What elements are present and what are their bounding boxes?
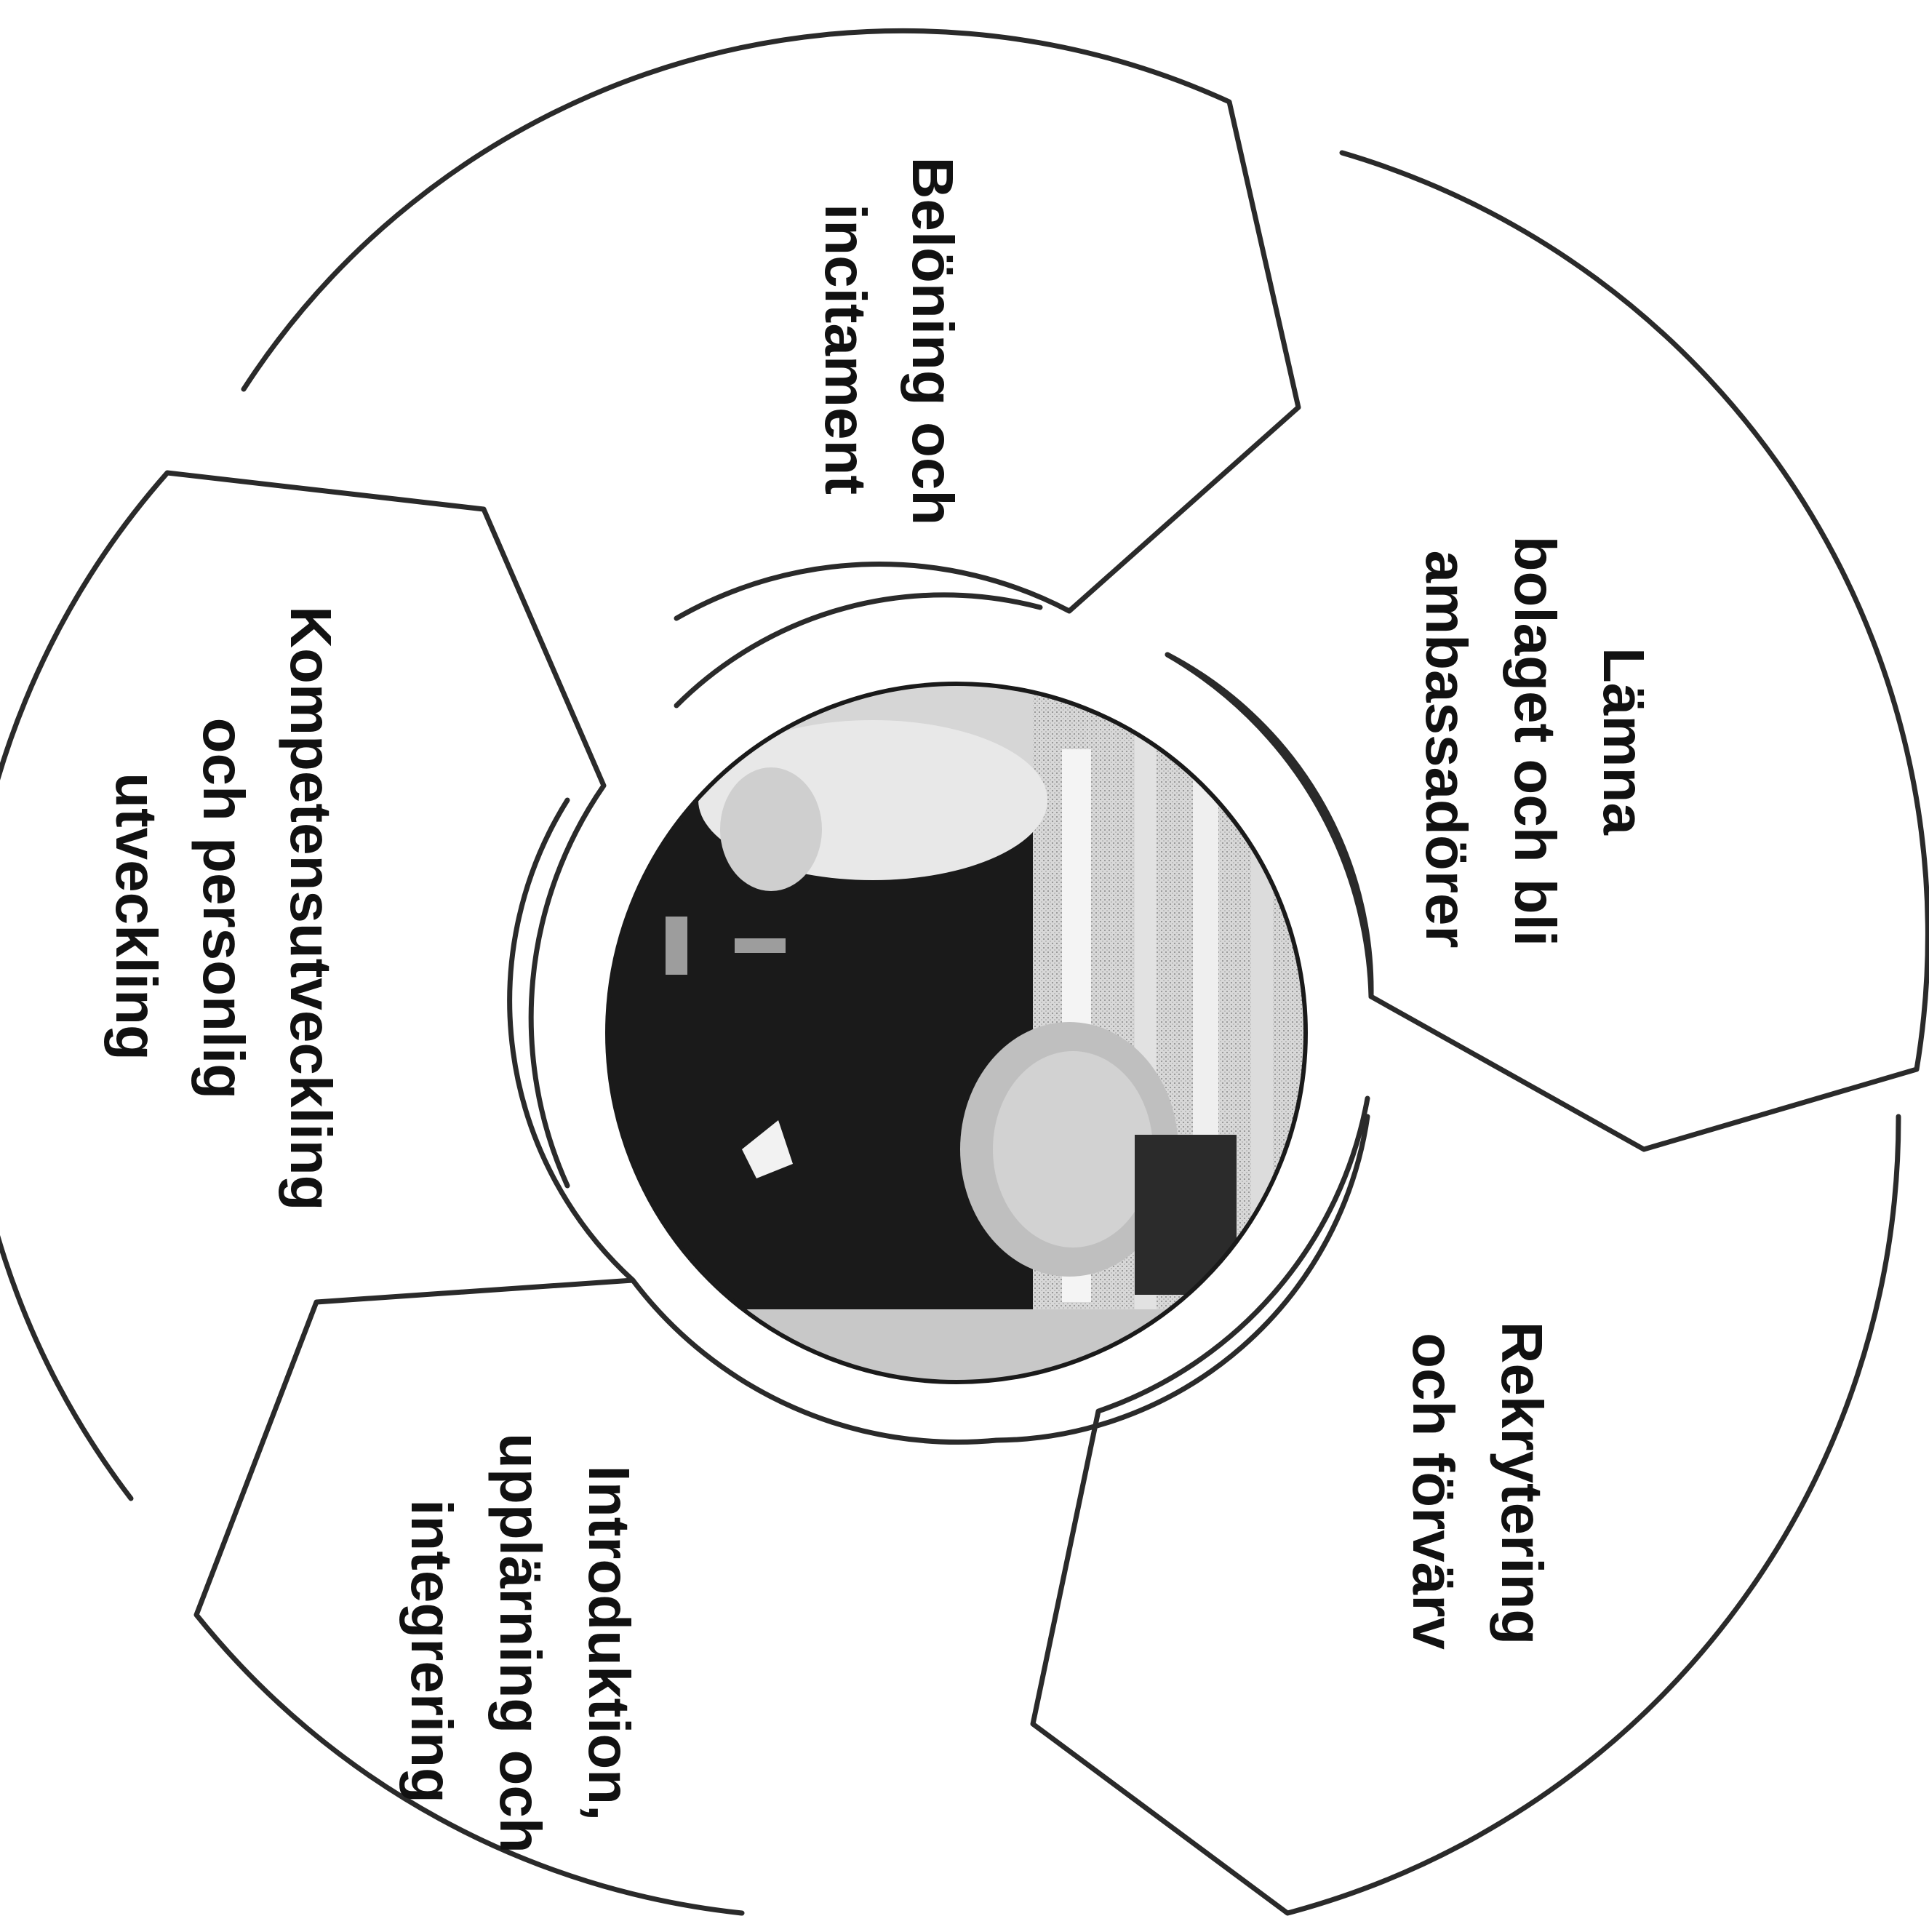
svg-text:Lämna bolaget och bli: Lämna bolaget och bli ambassadörer [1414, 536, 1656, 963]
svg-text:Kompetensutveckling oc: Kompetensutveckling och personlig utveck… [104, 606, 343, 1227]
label-line: och förvärv [1401, 1333, 1466, 1650]
label-line: Lämna [1591, 647, 1656, 835]
label-line: bolaget och bli [1503, 536, 1567, 946]
label-line: upplärning och [488, 1433, 553, 1853]
label-line: Introduktion, [577, 1465, 642, 1821]
inner-ring [507, 592, 1374, 1443]
label-line: ambassadörer [1414, 551, 1479, 949]
segment-outline-lamna [1165, 150, 1929, 1152]
label-line: Belöning och [900, 157, 965, 526]
segment-label-beloning: Belöning och incitament [813, 157, 965, 542]
segment-label-introduktion: Introduktion, upplärning och integrering [399, 1433, 642, 1869]
segment-outline-rekrytering [1030, 1095, 1901, 1916]
segment-label-lamna: Lämna bolaget och bli ambassadörer [1414, 536, 1656, 963]
segment-label-kompetens: Kompetensutveckling och personlig utveck… [104, 606, 343, 1227]
label-line: utveckling [104, 773, 169, 1061]
segment-outline-beloning [241, 28, 1301, 621]
label-line: Rekrytering [1490, 1322, 1554, 1645]
label-line: Kompetensutveckling [279, 606, 343, 1210]
center-photo [607, 684, 1306, 1382]
label-line: integrering [399, 1499, 464, 1803]
segment-label-rekrytering: Rekrytering och förvärv [1401, 1322, 1554, 1661]
segment-outline-introduktion [193, 1277, 999, 1916]
svg-text:Belöning och incitamen: Belöning och incitament [813, 157, 965, 542]
center-photo-frame [605, 682, 1308, 1384]
svg-text:Rekrytering och förvär: Rekrytering och förvärv [1401, 1322, 1554, 1661]
label-line: incitament [813, 204, 878, 495]
label-line: och personlig [191, 718, 256, 1100]
svg-text:Introduktion, upplärni: Introduktion, upplärning och integrering [399, 1433, 642, 1869]
segment-outline-kompetens [0, 470, 607, 1501]
